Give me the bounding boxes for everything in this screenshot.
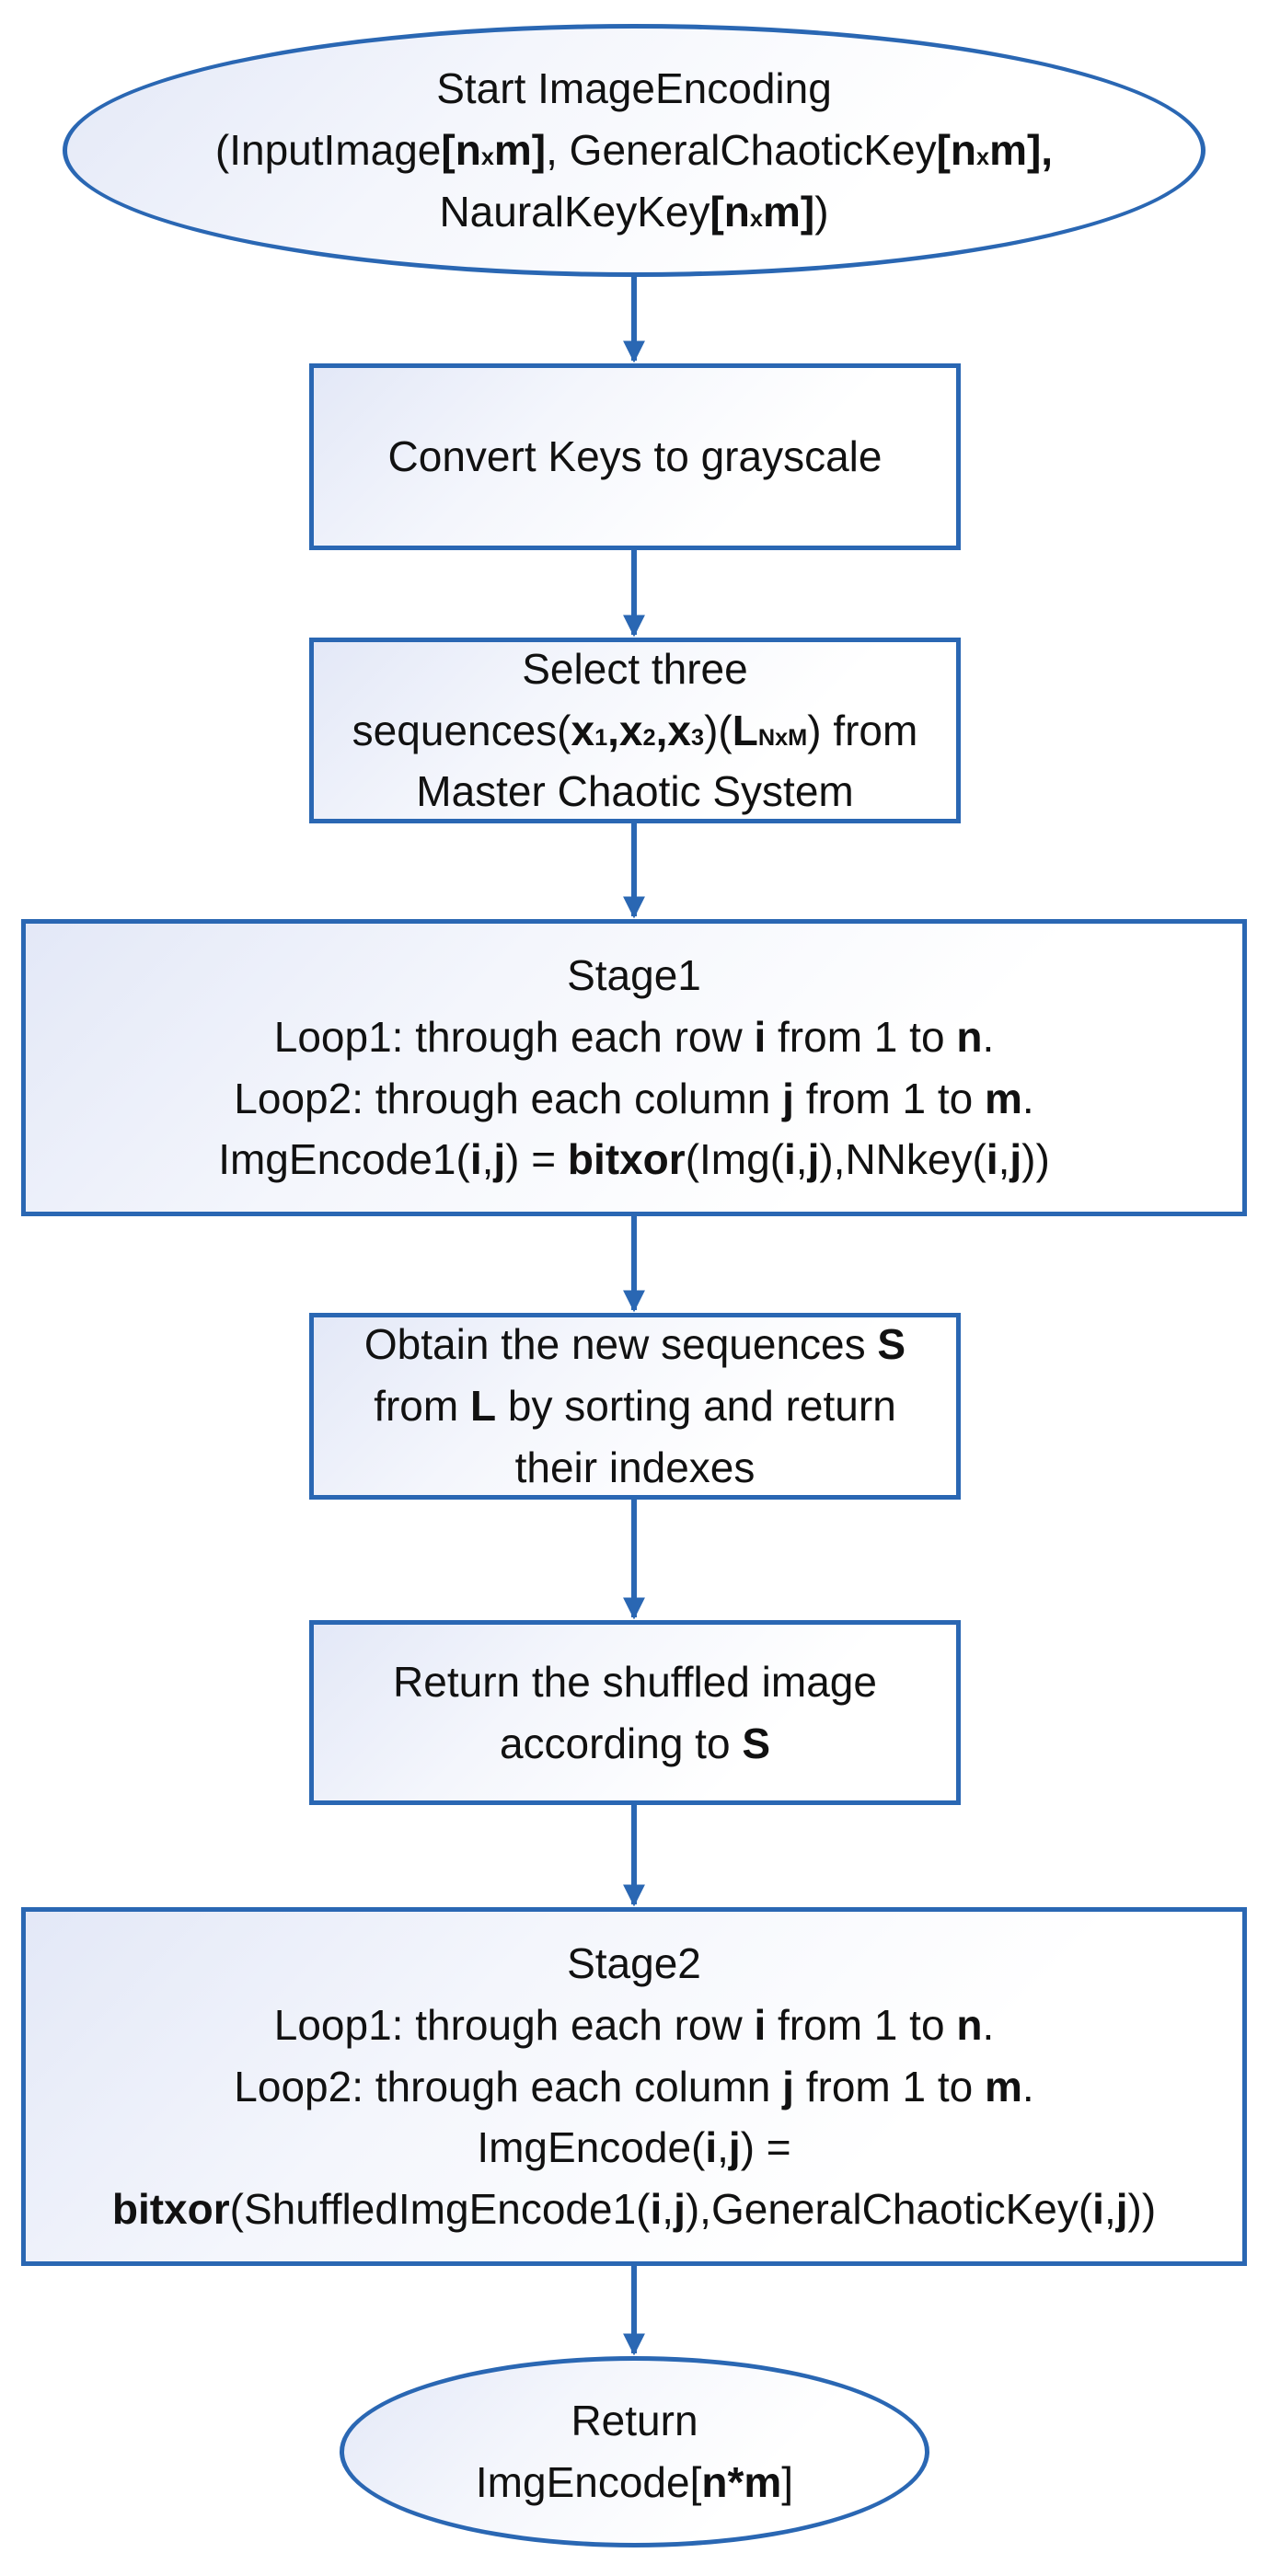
stage2-formula-lhs: ImgEncode(i,j) = — [477, 2123, 791, 2172]
select-line-3: Master Chaotic System — [416, 767, 854, 816]
start-node: Start ImageEncoding (InputImage[nxm], Ge… — [63, 24, 1206, 277]
stage1-loop1: Loop1: through each row i from 1 to n. — [273, 1012, 995, 1061]
select-line-1: Select three — [522, 644, 748, 693]
start-line-3: NauralKeyKey[nxm]) — [439, 187, 829, 236]
stage2-node: Stage2 Loop1: through each row i from 1 … — [21, 1907, 1247, 2266]
stage1-node: Stage1 Loop1: through each row i from 1 … — [21, 919, 1247, 1216]
obtain-line-3: their indexes — [514, 1443, 756, 1491]
shuffle-node: Return the shuffled image according to S — [309, 1620, 961, 1805]
obtain-line-2: from L by sorting and return — [374, 1382, 896, 1431]
end-line-1: Return — [571, 2397, 698, 2445]
end-node: Return ImgEncode[n*m] — [340, 2356, 929, 2547]
select-line-2: sequences(x1,x2,x3)(LNxM) from — [352, 706, 918, 754]
start-line-1: Start ImageEncoding — [436, 64, 832, 113]
shuffle-line-1: Return the shuffled image — [393, 1657, 877, 1706]
stage1-title: Stage1 — [567, 951, 701, 1000]
shuffle-line-2: according to S — [499, 1719, 771, 1767]
stage2-formula-rhs: bitxor(ShuffledImgEncode1(i,j),GeneralCh… — [111, 2185, 1157, 2234]
start-line-2: (InputImage[nxm], GeneralChaoticKey[nxm]… — [214, 126, 1054, 175]
stage2-loop2: Loop2: through each column j from 1 to m… — [234, 2062, 1034, 2110]
convert-keys-node: Convert Keys to grayscale — [309, 363, 961, 550]
stage2-title: Stage2 — [567, 1939, 701, 1988]
stage1-formula: ImgEncode1(i,j) = bitxor(Img(i,j),NNkey(… — [218, 1135, 1050, 1184]
obtain-line-1: Obtain the new sequences S — [363, 1320, 906, 1369]
end-line-2: ImgEncode[n*m] — [475, 2458, 794, 2506]
obtain-sequences-node: Obtain the new sequences S from L by sor… — [309, 1313, 961, 1500]
convert-keys-text: Convert Keys to grayscale — [387, 432, 883, 481]
stage2-loop1: Loop1: through each row i from 1 to n. — [273, 2000, 995, 2049]
select-sequences-node: Select three sequences(x1,x2,x3)(LNxM) f… — [309, 638, 961, 823]
stage1-loop2: Loop2: through each column j from 1 to m… — [234, 1074, 1034, 1122]
